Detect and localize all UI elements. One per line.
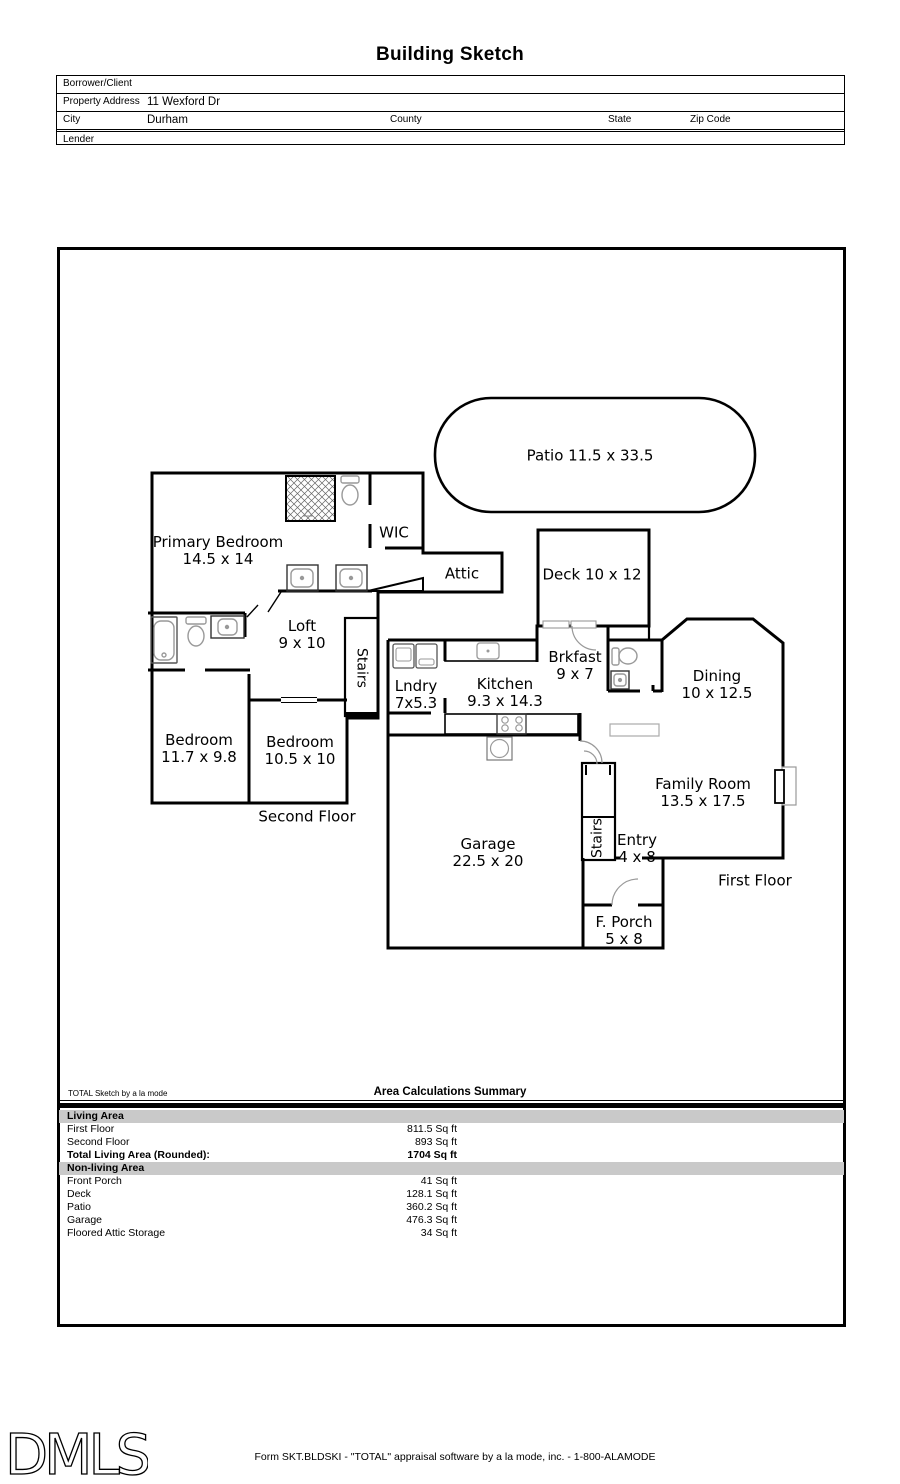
room-label-primary-bedroom: Primary Bedroom 14.5 x 14 bbox=[152, 533, 284, 568]
sink-icon bbox=[210, 615, 245, 639]
shower-icon bbox=[285, 475, 336, 522]
hall-bath-fixtures bbox=[150, 615, 245, 664]
footer-form-text: Form SKT.BLDSKI - "TOTAL" appraisal soft… bbox=[254, 1451, 656, 1463]
door-leaf-lines bbox=[246, 591, 282, 618]
kitchen-sink-icon bbox=[476, 642, 500, 660]
table-row: Deck 128.1 Sq ft bbox=[67, 1188, 457, 1200]
room-label-deck: Deck 10 x 12 bbox=[542, 565, 642, 584]
table-row: Floored Attic Storage 34 Sq ft bbox=[67, 1227, 457, 1239]
property-address-label: Property Address bbox=[63, 96, 140, 107]
table-row: Garage 476.3 Sq ft bbox=[67, 1214, 457, 1226]
family-room-features bbox=[542, 620, 797, 806]
room-label-loft: Loft 9 x 10 bbox=[278, 617, 326, 652]
table-row: Patio 360.2 Sq ft bbox=[67, 1201, 457, 1213]
state-label: State bbox=[608, 114, 632, 125]
kitchen-fixtures bbox=[392, 639, 579, 761]
bathtub-icon bbox=[150, 616, 178, 664]
page-title: Building Sketch bbox=[375, 44, 525, 65]
room-label-dining: Dining 10 x 12.5 bbox=[681, 667, 753, 702]
toilet-icon bbox=[187, 625, 205, 647]
patio-outline bbox=[433, 396, 757, 514]
svg-text:DMLS: DMLS bbox=[5, 1424, 148, 1484]
room-label-kitchen: Kitchen 9.3 x 14.3 bbox=[467, 675, 543, 710]
table-row: Second Floor 893 Sq ft bbox=[67, 1136, 457, 1148]
toilet-icon bbox=[340, 475, 360, 484]
table-row: First Floor 811.5 Sq ft bbox=[67, 1123, 457, 1135]
toilet-icon bbox=[618, 647, 638, 665]
caption-second-floor: Second Floor bbox=[258, 807, 356, 826]
zip-label: Zip Code bbox=[690, 114, 731, 125]
room-label-garage: Garage 22.5 x 20 bbox=[452, 835, 524, 870]
property-info-form: Borrower/Client Property Address 11 Wexf… bbox=[56, 75, 845, 145]
window-icon bbox=[542, 620, 570, 629]
room-label-f-porch: F. Porch 5 x 8 bbox=[595, 913, 653, 948]
total-sketch-branding: TOTAL Sketch by a la mode bbox=[68, 1089, 168, 1098]
stairs-box-second-floor bbox=[343, 616, 380, 718]
room-label-entry: Entry 4 x 8 bbox=[617, 831, 657, 866]
window-icon bbox=[570, 620, 597, 629]
washer-icon bbox=[392, 643, 415, 669]
closet-door-track bbox=[281, 696, 317, 704]
section-header-non-living-area: Non-living Area bbox=[59, 1162, 844, 1175]
toilet-icon bbox=[611, 647, 620, 666]
county-label: County bbox=[390, 114, 422, 125]
room-label-wic: WIC bbox=[379, 523, 409, 542]
stairs-box-first-floor bbox=[580, 761, 617, 862]
city-label: City bbox=[63, 114, 81, 125]
room-label-bedroom-right: Bedroom 10.5 x 10 bbox=[264, 733, 336, 768]
door-swing-arcs bbox=[571, 625, 639, 906]
property-address-value: 11 Wexford Dr bbox=[147, 96, 221, 108]
water-heater-icon bbox=[486, 736, 513, 761]
counter bbox=[444, 713, 579, 735]
summary-divider-thick bbox=[58, 1103, 845, 1108]
toilet-icon bbox=[341, 484, 359, 506]
form-row-borrower: Borrower/Client bbox=[57, 76, 844, 93]
lender-label: Lender bbox=[63, 134, 95, 145]
stove-icon bbox=[496, 713, 527, 735]
section-header-living-area: Living Area bbox=[59, 1110, 844, 1123]
toilet-icon bbox=[185, 616, 207, 625]
room-label-stairs-second: Stairs bbox=[353, 648, 370, 688]
fireplace-icon bbox=[774, 769, 785, 804]
sketch-border-box bbox=[57, 247, 846, 1327]
attic-stairs-wedge bbox=[367, 576, 424, 592]
borrower-label: Borrower/Client bbox=[63, 78, 132, 89]
table-row: Front Porch 41 Sq ft bbox=[67, 1175, 457, 1187]
room-label-attic: Attic bbox=[444, 564, 480, 583]
area-summary-title: Area Calculations Summary bbox=[373, 1086, 527, 1098]
sink-icon bbox=[610, 670, 630, 690]
form-row-city: City Durham County State Zip Code bbox=[57, 111, 844, 129]
counter bbox=[444, 639, 538, 662]
summary-divider-thin bbox=[58, 1100, 845, 1101]
room-label-brkfast: Brkfast 9 x 7 bbox=[548, 648, 602, 683]
dmls-logo: DMLS bbox=[4, 1424, 148, 1484]
vanity-sink-icon bbox=[286, 564, 319, 592]
room-label-stairs-first: Stairs bbox=[589, 818, 606, 858]
room-label-family-room: Family Room 13.5 x 17.5 bbox=[655, 775, 751, 810]
vanity-sink-icon bbox=[335, 564, 368, 592]
table-row-total: Total Living Area (Rounded): 1704 Sq ft bbox=[67, 1149, 457, 1161]
city-value: Durham bbox=[147, 114, 188, 126]
buffet-counter bbox=[609, 723, 660, 737]
powder-room-fixtures bbox=[610, 647, 638, 690]
primary-bath-fixtures bbox=[286, 475, 368, 592]
caption-first-floor: First Floor bbox=[718, 871, 792, 890]
form-row-lender: Lender bbox=[57, 129, 844, 150]
dryer-icon bbox=[415, 643, 438, 669]
room-label-lndry: Lndry 7x5.3 bbox=[394, 677, 438, 712]
room-label-bedroom-left: Bedroom 11.7 x 9.8 bbox=[161, 731, 237, 766]
form-row-address: Property Address 11 Wexford Dr bbox=[57, 93, 844, 111]
room-label-patio: Patio 11.5 x 33.5 bbox=[526, 446, 654, 465]
